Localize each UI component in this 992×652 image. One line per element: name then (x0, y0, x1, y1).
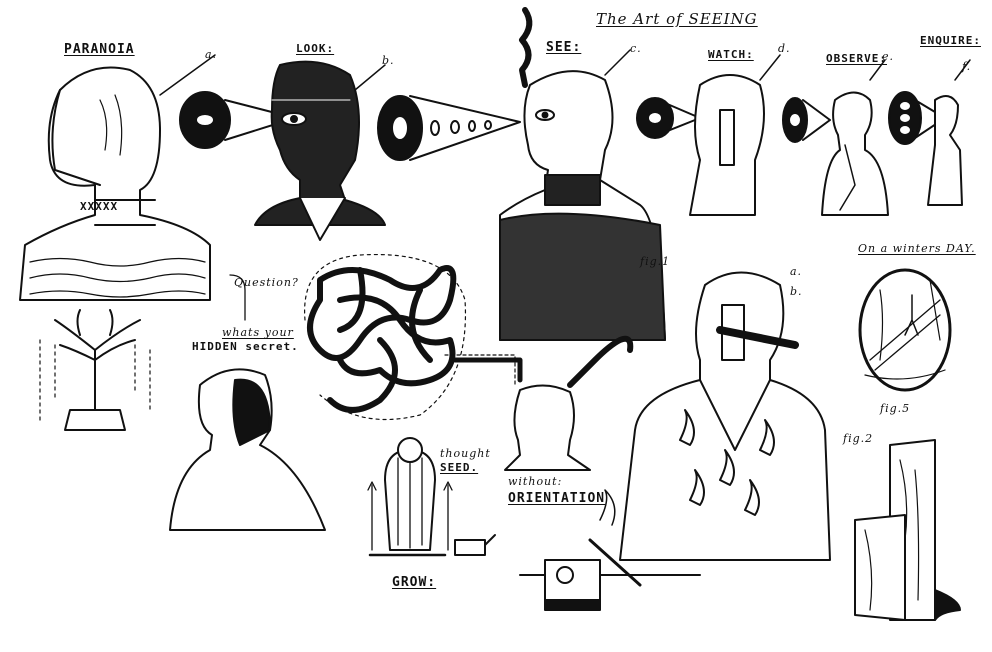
label-fig2: fig.2 (843, 432, 874, 445)
label-d: d. (778, 42, 791, 55)
label-collar-x: XXXXX (80, 200, 119, 213)
label-orientation: ORIENTATION (508, 491, 606, 506)
watch-figure (636, 54, 781, 216)
label-thought: thought (440, 447, 491, 460)
hidden-secret-figure (169, 274, 326, 531)
label-a: a. (205, 48, 218, 61)
label-seed: SEED. (440, 461, 479, 474)
label-hidden-secret: HIDDEN secret. (192, 340, 299, 353)
knot-tangle (304, 253, 523, 421)
label-fig-a: a. (790, 265, 803, 278)
label-c: c. (630, 42, 642, 55)
winters-day-oval (858, 268, 952, 392)
label-whats-your: whats your (222, 326, 294, 339)
label-winters-day: On a winters DAY. (858, 242, 976, 255)
look-eye-cone (179, 91, 296, 149)
label-without: without: (508, 475, 563, 488)
label-grow: GROW: (392, 575, 437, 590)
grow-seed-pot (367, 437, 496, 557)
artwork-title: The Art of SEEING (596, 10, 758, 28)
observe-figure (782, 59, 889, 216)
tree-drawing (39, 309, 151, 431)
label-look: LOOK: (296, 42, 335, 55)
paranoia-figure (19, 54, 216, 301)
enquire-figure (888, 59, 971, 206)
label-watch: WATCH: (708, 48, 754, 61)
label-fig-b: b. (790, 285, 803, 298)
burning-figure (519, 271, 831, 611)
label-fig1: fig.1 (640, 255, 671, 268)
label-e: e. (882, 50, 895, 63)
orientation-figure (444, 335, 634, 471)
label-f: f. (962, 60, 972, 73)
label-fig5: fig.5 (880, 402, 911, 415)
label-question: Question? (234, 276, 299, 289)
see-eye-cone (377, 95, 521, 161)
label-enquire: ENQUIRE: (920, 34, 981, 47)
label-observe: OBSERVE: (826, 52, 887, 65)
label-paranoia: PARANOIA (64, 42, 135, 57)
label-see: SEE: (546, 40, 582, 55)
label-b: b. (382, 54, 395, 67)
wooden-chair (854, 439, 961, 621)
look-figure (254, 60, 386, 241)
see-figure (499, 7, 666, 341)
